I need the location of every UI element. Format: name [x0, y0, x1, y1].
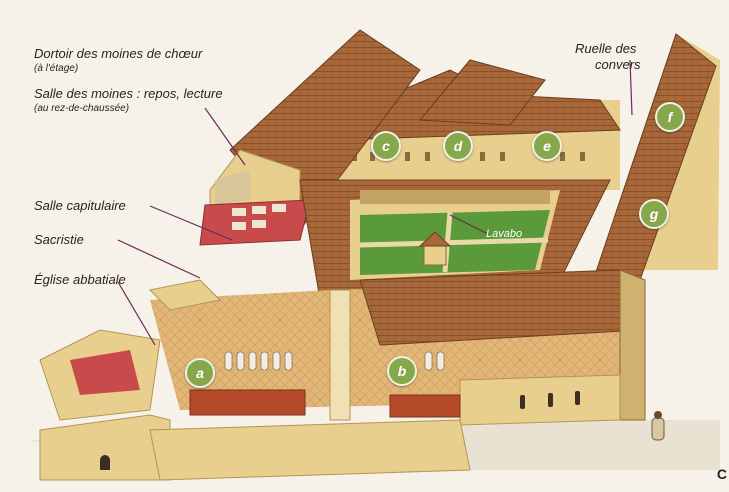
chapel-carpet [70, 350, 140, 395]
badge-d: d [443, 131, 473, 161]
west-door [100, 455, 110, 470]
monk-figure [651, 411, 665, 441]
cloister-arcade [360, 190, 550, 204]
chapter-house-benches [232, 204, 286, 230]
badge-b: b [387, 356, 417, 386]
label-lavabo: Lavabo [486, 228, 523, 240]
dormitory-interior [215, 170, 250, 205]
refectory-roof [418, 59, 546, 126]
west-wall [39, 414, 171, 481]
label-sacristie: Sacristie [34, 232, 84, 247]
badge-e: e [532, 131, 562, 161]
label-ruelle-1: Ruelle des [575, 41, 637, 56]
church-windows [520, 391, 580, 409]
label-dortoir: Dortoir des moines de chœur [34, 46, 203, 61]
church-south-wall [459, 374, 621, 426]
choir-stalls-b [389, 394, 461, 418]
label-salle-moines: Salle des moines : repos, lecture [34, 86, 223, 101]
church-crossing-arch [329, 289, 351, 421]
label-salle-capitulaire: Salle capitulaire [34, 198, 126, 213]
label-pointers [117, 59, 633, 346]
badge-f: f [655, 102, 685, 132]
edge-letter: C [716, 466, 727, 482]
badge-a: a [185, 358, 215, 388]
south-wall [149, 419, 471, 481]
lavabo-pavilion [418, 231, 452, 266]
label-ruelle-2: convers [595, 57, 641, 72]
label-dortoir-sub: (à l'étage) [34, 63, 79, 74]
choir-stalls-a [189, 389, 306, 416]
badge-c: c [371, 131, 401, 161]
sacristy-room [148, 279, 222, 311]
badge-g: g [639, 199, 669, 229]
label-eglise: Église abbatiale [34, 272, 126, 287]
garth-path-h [359, 237, 549, 248]
monks-group [224, 351, 445, 371]
church-gable [619, 269, 646, 421]
label-salle-moines-sub: (au rez-de-chaussée) [34, 103, 130, 114]
